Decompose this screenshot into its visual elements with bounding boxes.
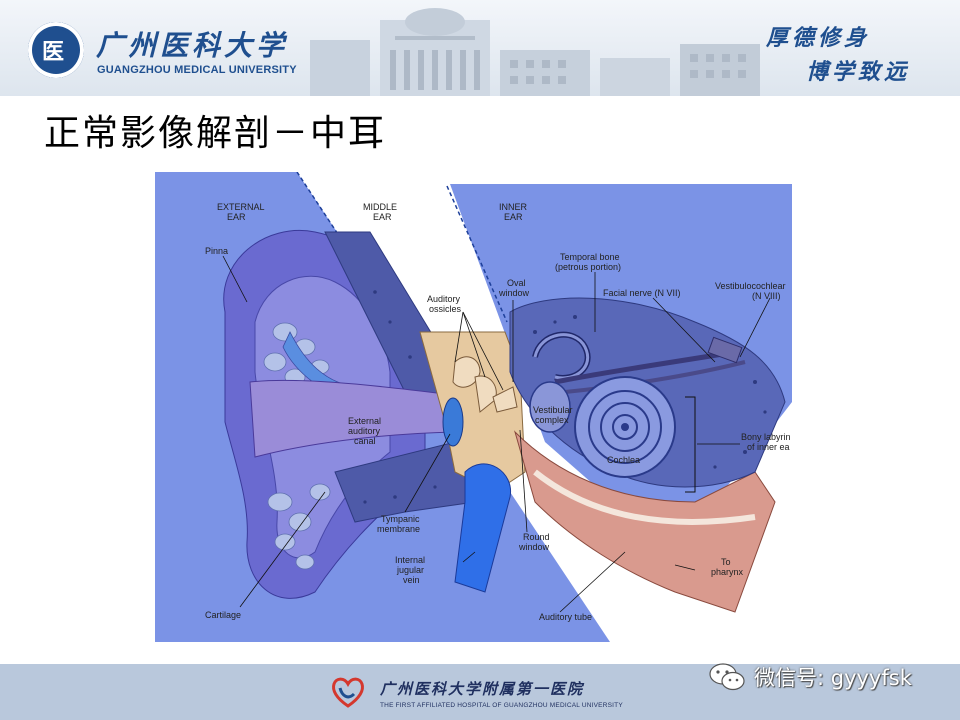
- university-logo-icon: 医: [28, 22, 84, 78]
- label-facial-nerve: Facial nerve (N VII): [603, 288, 681, 298]
- label-bony-labyrinth-2: of inner ea: [747, 442, 790, 452]
- label-round-2: window: [518, 542, 550, 552]
- label-vestibular-2: complex: [535, 415, 569, 425]
- label-oval-2: window: [498, 288, 530, 298]
- tympanic-membrane: [442, 397, 464, 447]
- motto-line-2: 博学致远: [806, 59, 911, 85]
- label-jugular-3: vein: [403, 575, 420, 585]
- label-round-1: Round: [523, 532, 550, 542]
- label-jugular-2: jugular: [396, 565, 424, 575]
- label-auditory-tube: Auditory tube: [539, 612, 592, 622]
- cochlea-spiral: [574, 376, 676, 478]
- university-name-cn: 广州医科大学: [96, 29, 289, 62]
- slide-title: 正常影像解剖－中耳: [44, 113, 387, 154]
- footer-bar: 广州医科大学附属第一医院 THE FIRST AFFILIATED HOSPIT…: [0, 664, 960, 720]
- hospital-name-en: THE FIRST AFFILIATED HOSPITAL OF GUANGZH…: [380, 702, 623, 709]
- label-pharynx-1: To: [721, 557, 731, 567]
- label-external-canal-2: auditory: [348, 426, 381, 436]
- label-ossicles-1: Auditory: [427, 294, 461, 304]
- university-name-en: GUANGZHOU MEDICAL UNIVERSITY: [97, 64, 297, 76]
- label-vestibulocochlear-2: (N VIII): [752, 291, 781, 301]
- hospital-heart-logo-icon: [332, 677, 364, 708]
- hospital-name-cn: 广州医科大学附属第一医院: [380, 680, 585, 698]
- label-middle-ear: EAR: [373, 212, 392, 222]
- internal-jugular-vein: [454, 463, 511, 593]
- label-external-ear: EAR: [227, 212, 246, 222]
- label-inner: INNER: [499, 202, 528, 212]
- ear-anatomy-diagram: EXTERNAL EAR MIDDLE EAR INNER EAR Pinna …: [155, 172, 792, 642]
- label-cartilage: Cartilage: [205, 610, 241, 620]
- wechat-icon: [709, 663, 745, 691]
- label-pharynx-2: pharynx: [711, 567, 744, 577]
- label-ossicles-2: ossicles: [429, 304, 462, 314]
- label-external-canal-1: External: [348, 416, 381, 426]
- label-pinna: Pinna: [205, 246, 228, 256]
- header-banner: 医 广州医科大学 GUANGZHOU MEDICAL UNIVERSITY 厚德…: [0, 0, 960, 96]
- label-vestibular-1: Vestibular: [533, 405, 573, 415]
- label-tympanic-1: Tympanic: [381, 514, 420, 524]
- ear-anatomy-figure: EXTERNAL EAR MIDDLE EAR INNER EAR Pinna …: [155, 172, 792, 642]
- label-middle: MIDDLE: [363, 202, 397, 212]
- label-tympanic-2: membrane: [377, 524, 420, 534]
- wechat-watermark: 微信号: gyyyfsk: [708, 660, 912, 694]
- label-temporal-2: (petrous portion): [555, 262, 621, 272]
- campus-buildings-illustration: [310, 8, 760, 96]
- label-inner-ear: EAR: [504, 212, 523, 222]
- motto-line-1: 厚德修身: [766, 25, 871, 51]
- label-temporal-1: Temporal bone: [560, 252, 620, 262]
- label-bony-labyrinth-1: Bony labyrin: [741, 432, 791, 442]
- label-jugular-1: Internal: [395, 555, 425, 565]
- auditory-ossicles: [452, 356, 518, 413]
- label-external-canal-3: canal: [354, 436, 376, 446]
- label-oval-1: Oval: [507, 278, 526, 288]
- wechat-id-text: 微信号: gyyyfsk: [754, 666, 912, 690]
- label-cochlea: Cochlea: [607, 455, 640, 465]
- label-external: EXTERNAL: [217, 202, 265, 212]
- label-vestibulocochlear-1: Vestibulocochlear: [715, 281, 786, 291]
